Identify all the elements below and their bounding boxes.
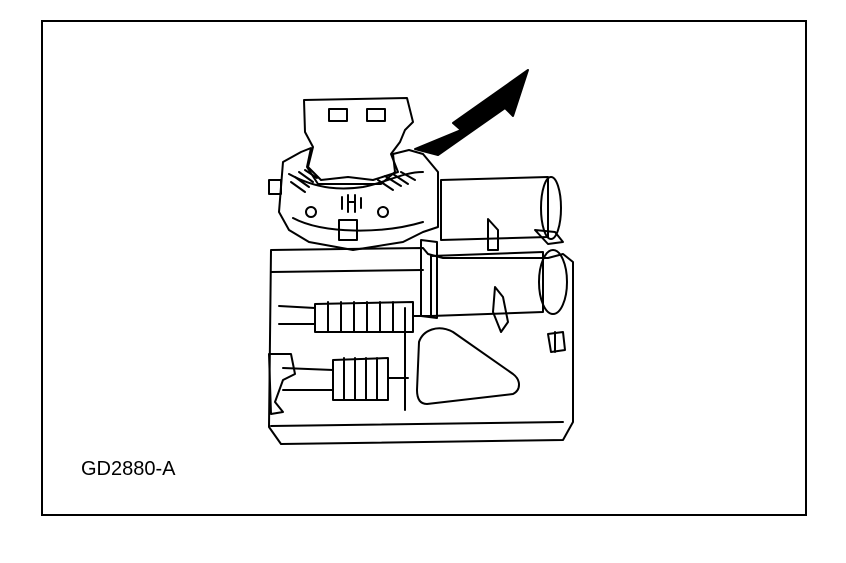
- triangular-plate: [416, 327, 520, 405]
- valve-fin: [492, 286, 509, 333]
- upper-bellows-ribs: [327, 301, 394, 333]
- upper-cylinder: [440, 176, 549, 241]
- lower-cylinder-flange: [420, 239, 438, 319]
- lower-shaft: [282, 367, 409, 391]
- center-block: [338, 219, 358, 241]
- upper-cylinder-rib: [487, 218, 499, 251]
- lower-bellows-ribs: [343, 357, 378, 401]
- callout-arrow-icon: [414, 69, 529, 156]
- upper-shaft: [278, 305, 432, 325]
- right-connector: [547, 331, 566, 353]
- pin-glyph: [341, 194, 362, 213]
- figure-id-label: GD2880-A: [81, 458, 176, 480]
- lower-bellows: [332, 357, 389, 401]
- bracket-slot-right: [366, 108, 386, 122]
- housing-upper: [278, 147, 439, 251]
- left-tab: [268, 179, 282, 195]
- upper-bracket: [303, 97, 414, 181]
- lower-body-base: [270, 421, 564, 427]
- cylinder-bracket: [534, 229, 564, 245]
- lower-cylinder: [430, 251, 544, 317]
- figure-frame: GD2880-A: [41, 20, 807, 516]
- hatch-left: [290, 169, 318, 193]
- hatch-right: [377, 171, 416, 191]
- lower-body: [268, 247, 574, 445]
- left-clip: [268, 353, 296, 415]
- bracket-slot-left: [328, 108, 348, 122]
- component-illustration: [268, 69, 574, 445]
- lower-body-shelf: [270, 269, 424, 273]
- upper-cylinder-end: [540, 176, 562, 240]
- housing-inner-line: [292, 217, 424, 232]
- pin-right: [377, 206, 389, 218]
- upper-bellows: [314, 301, 414, 333]
- lower-cylinder-end: [538, 249, 568, 315]
- pin-left: [305, 206, 317, 218]
